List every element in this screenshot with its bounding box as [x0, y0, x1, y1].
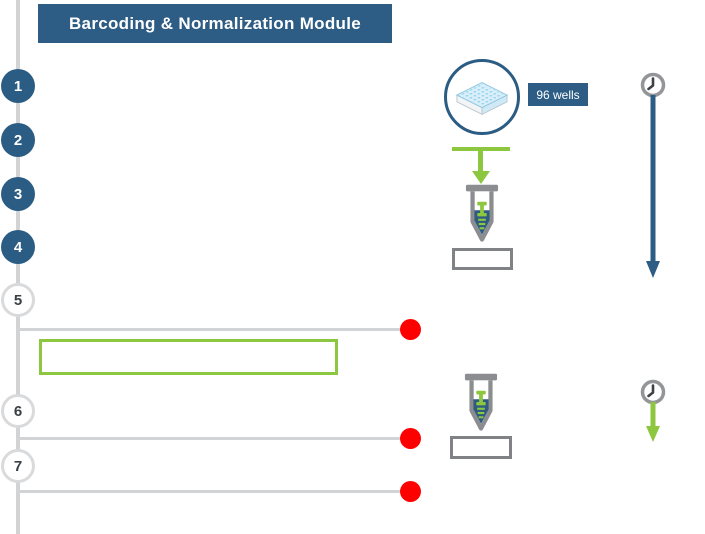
transfer-arrow-head-icon: [472, 171, 490, 184]
duration-arrow-short-icon: [646, 402, 660, 442]
red-dot-marker: [400, 481, 421, 502]
sample-tube-icon: [465, 184, 499, 242]
step-circle-1: 1: [1, 69, 35, 103]
step-number: 7: [13, 457, 23, 475]
branch-line-step7: [18, 490, 402, 493]
step-number: 6: [13, 402, 23, 420]
step-number: 4: [13, 238, 23, 256]
tube-holder-rect: [450, 436, 512, 459]
duration-arrow-long-icon: [646, 95, 660, 278]
plate-circle: [444, 59, 520, 135]
step-circle-2: 2: [1, 123, 35, 157]
branch-line-step5: [18, 328, 402, 331]
module-title-banner: Barcoding & Normalization Module: [38, 4, 392, 43]
wells-badge-label: 96 wells: [536, 87, 580, 102]
step-circle-7: 7: [1, 449, 35, 483]
transfer-arrow-stem: [478, 147, 483, 172]
plate-96-well-icon: [455, 81, 509, 116]
highlight-box: [39, 339, 338, 375]
page-title: Barcoding & Normalization Module: [68, 13, 361, 33]
step-circle-3: 3: [1, 177, 35, 211]
step-number: 3: [13, 185, 23, 203]
step-circle-4: 4: [1, 230, 35, 264]
timeline-spine: [16, 0, 20, 534]
step-number: 2: [13, 131, 23, 149]
step-number: 5: [13, 291, 23, 309]
step-circle-5: 5: [1, 283, 35, 317]
step-number: 1: [13, 77, 23, 95]
red-dot-marker: [400, 428, 421, 449]
wells-badge: 96 wells: [528, 83, 588, 106]
step-circle-6: 6: [1, 394, 35, 428]
sample-tube-icon: [464, 373, 498, 431]
tube-holder-rect: [452, 248, 513, 270]
red-dot-marker: [400, 319, 421, 340]
branch-line-step6: [18, 437, 402, 440]
